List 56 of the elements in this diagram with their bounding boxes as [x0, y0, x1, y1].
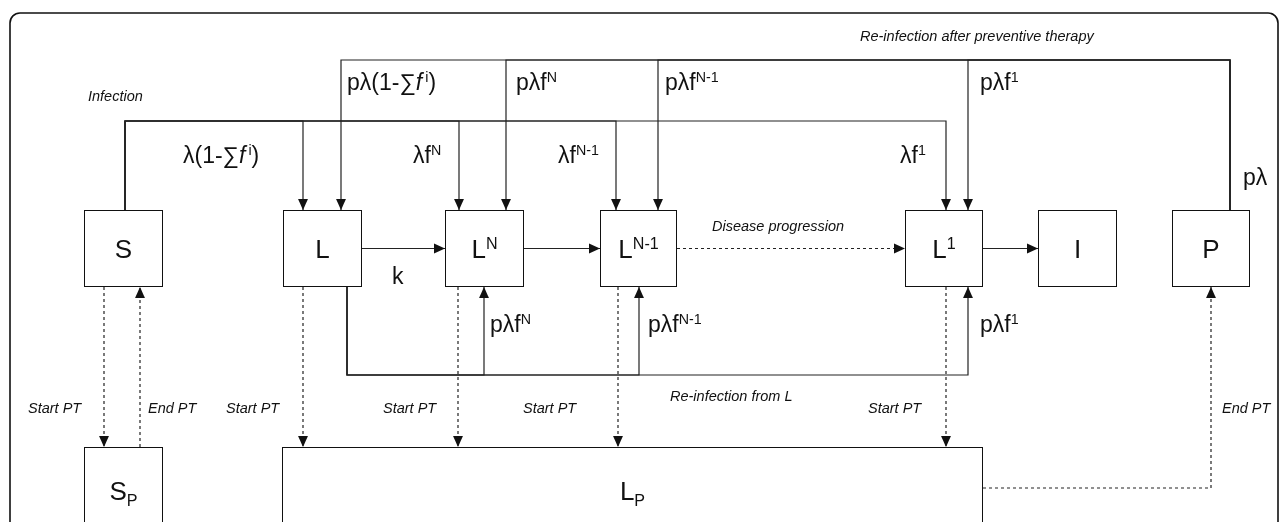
compartment-label: L$^{N-1}$: [618, 235, 659, 262]
edge-label: Start PT: [226, 401, 280, 417]
edge-label: End PT: [148, 401, 197, 417]
annotation-label: Infection: [88, 89, 143, 105]
dashed-arrow: [453, 286, 463, 448]
compartment-box: [283, 210, 362, 287]
rate-label: pλf$^{N}$: [516, 70, 557, 96]
dashed-arrow: [135, 286, 145, 448]
arrow: [523, 243, 601, 254]
edge-label: End PT: [1222, 401, 1271, 417]
compartment-label: I: [1073, 235, 1082, 262]
arrow: [124, 120, 951, 211]
rate-label: λ(1-∑f$^{i}$): [183, 143, 260, 169]
rate-label: pλ: [1243, 165, 1268, 191]
rate-label: λf$^{1}$: [900, 143, 926, 169]
compartment-box: [600, 210, 677, 287]
compartment-label: L$^{N}$: [471, 235, 498, 262]
edge-label: Start PT: [868, 401, 922, 417]
rate-label: pλf$^{1}$: [980, 312, 1019, 338]
compartment-box: [905, 210, 983, 287]
rate-label: pλf$^{1}$: [980, 70, 1019, 96]
annotation-label: Re-infection from L: [670, 389, 793, 405]
rate-label: λf$^{N}$: [413, 143, 442, 169]
arrow: [963, 59, 1231, 211]
rate-label: k: [392, 264, 404, 290]
dashed-arrow: [613, 286, 623, 448]
dashed-arrow: [99, 286, 109, 448]
rate-label: pλf$^{N-1}$: [648, 312, 702, 338]
edge-label: Start PT: [523, 401, 577, 417]
edge-label: Start PT: [383, 401, 437, 417]
edge-label: Disease progression: [712, 219, 845, 235]
compartment-label: P: [1202, 235, 1220, 262]
dashed-arrow: [982, 286, 1216, 489]
compartment-box: [445, 210, 524, 287]
rate-label: pλ(1-∑f$^{i}$): [347, 70, 437, 96]
compartment-label: S$_{P}$: [109, 478, 138, 504]
compartment-label: L$_{P}$: [619, 478, 646, 504]
compartment-box: [84, 210, 163, 287]
dashed-arrow: [298, 286, 308, 448]
arrow: [346, 286, 973, 376]
arrow: [982, 243, 1039, 254]
rate-label: pλf$^{N}$: [490, 312, 531, 338]
rate-label: pλf$^{N-1}$: [665, 70, 719, 96]
compartment-box: [84, 447, 163, 522]
edge-label: Start PT: [28, 401, 82, 417]
rate-label: λf$^{N-1}$: [558, 143, 599, 169]
compartment-box: [1172, 210, 1250, 287]
compartment-box: [1038, 210, 1117, 287]
compartment-label: L: [315, 235, 330, 262]
compartment-box: [282, 447, 983, 522]
annotation-label: Re-infection after preventive therapy: [860, 29, 1094, 45]
arrow: [361, 243, 446, 254]
dashed-arrow: [676, 243, 906, 254]
compartment-label: S: [114, 235, 133, 262]
dashed-arrow: [941, 286, 951, 448]
compartment-label: L$^{1}$: [932, 235, 956, 262]
